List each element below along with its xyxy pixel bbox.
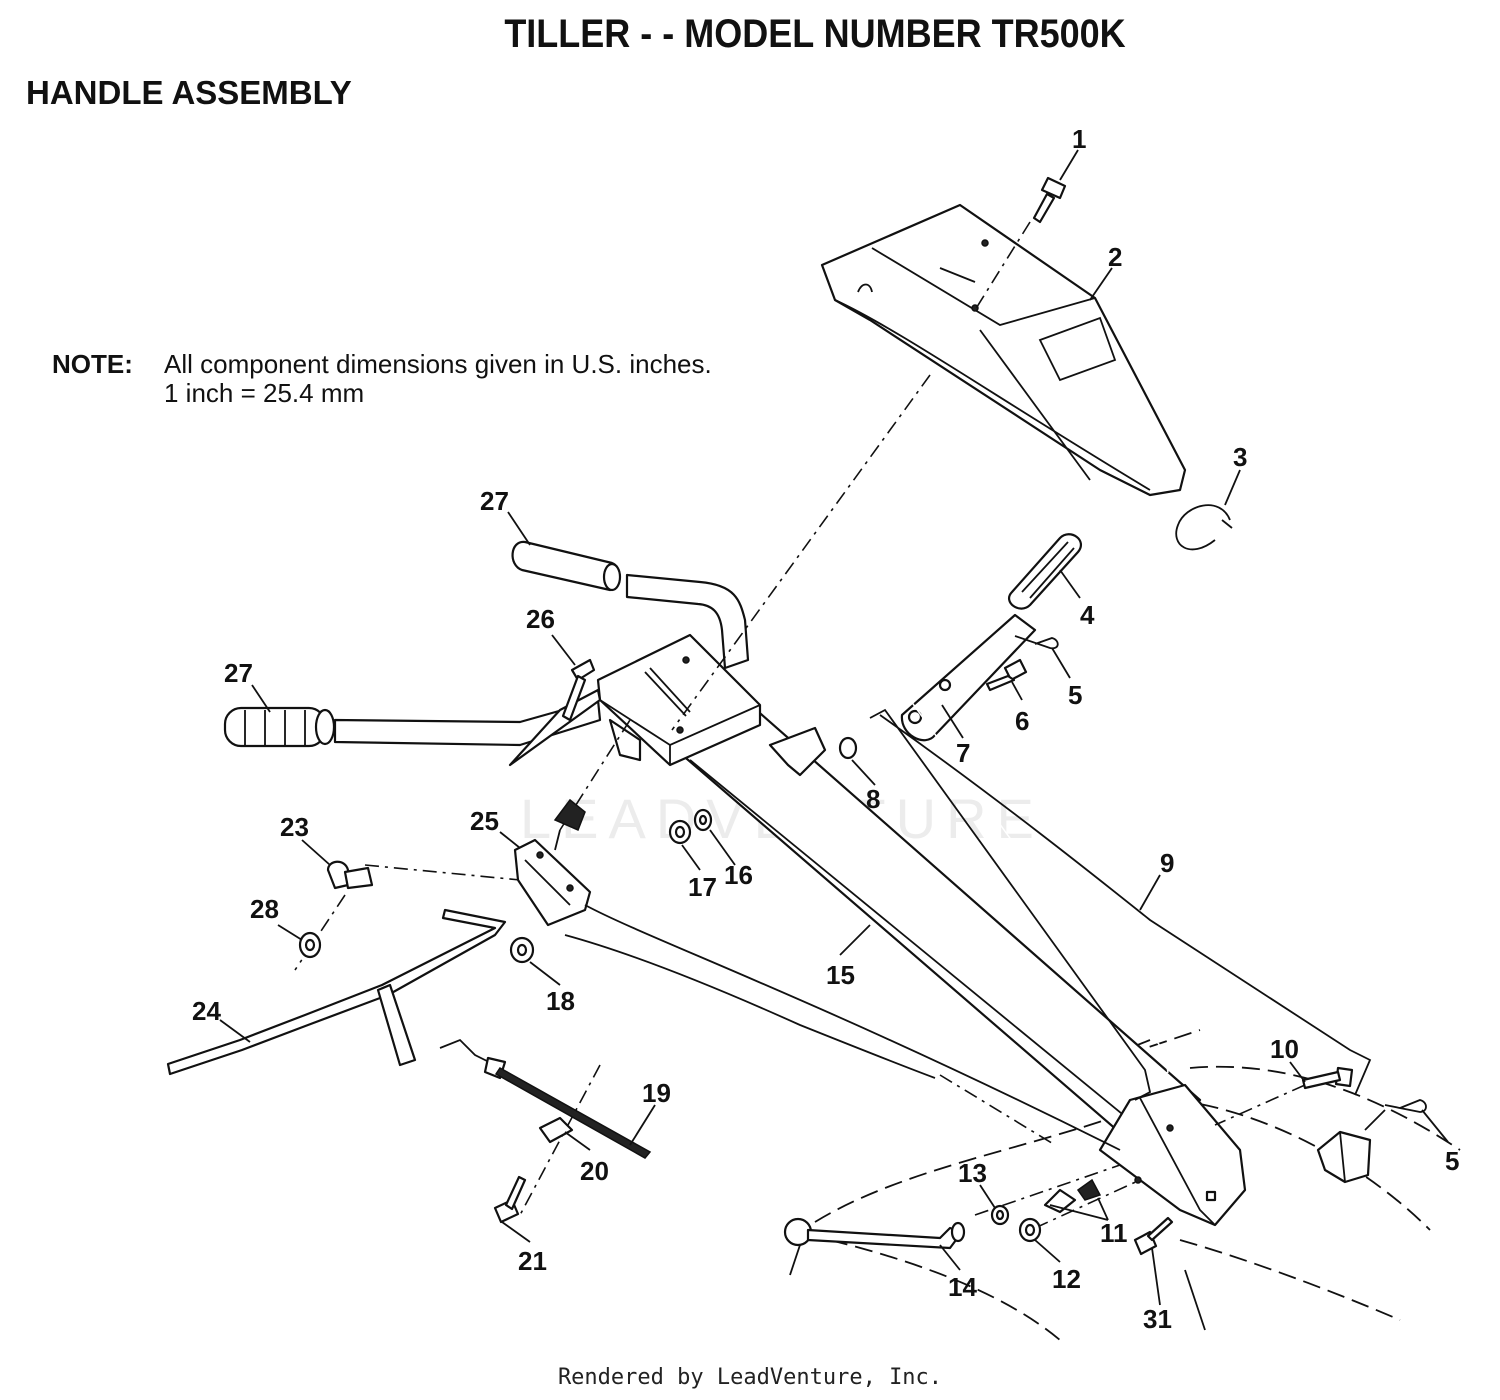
note-line-1: All component dimensions given in U.S. i… <box>164 349 712 379</box>
callout-25: 25 <box>470 806 499 836</box>
callout-14: 14 <box>948 1272 977 1302</box>
leader-lines <box>219 149 1449 1306</box>
assembly-line-bolt-10 <box>1214 1084 1306 1126</box>
shift-lever-part-14 <box>783 1217 966 1250</box>
callout-26: 26 <box>526 604 555 634</box>
bolt-part-6 <box>985 658 1028 692</box>
assembly-line-cable <box>939 1074 1056 1146</box>
throttle-cable-part-15 <box>564 904 1121 1151</box>
nut-part-17 <box>668 819 692 845</box>
shift-rod-part-24 <box>166 908 507 1076</box>
nut-part-18 <box>509 936 535 964</box>
clutch-cable-part-19 <box>439 1038 652 1159</box>
callout-9: 9 <box>1160 848 1174 878</box>
screw-part-1 <box>974 176 1067 311</box>
spacer-part-8 <box>838 736 858 760</box>
callout-8: 8 <box>866 784 880 814</box>
assembly-line-nut <box>294 894 346 971</box>
handle-bar-bracket <box>596 633 827 777</box>
assembly-line-clip <box>364 864 521 881</box>
callout-4: 4 <box>1080 600 1095 630</box>
callout-numbers: 1 2 3 4 5 6 7 8 9 10 11 12 13 14 15 16 1… <box>192 124 1459 1334</box>
callout-13: 13 <box>958 1158 987 1188</box>
dimension-note: NOTE: All component dimensions given in U… <box>52 350 712 408</box>
footer-credit: Rendered by LeadVenture, Inc. <box>557 1365 943 1390</box>
callout-10: 10 <box>1270 1034 1299 1064</box>
callout-6: 6 <box>1015 706 1029 736</box>
page-title: TILLER - - MODEL NUMBER TR500K <box>504 12 1126 56</box>
callout-5-lower: 5 <box>1445 1146 1459 1176</box>
callout-2: 2 <box>1108 242 1122 272</box>
shift-knob-part-11 <box>1043 1178 1102 1214</box>
callout-7: 7 <box>956 738 970 768</box>
cable-clip-part-20 <box>538 1116 574 1144</box>
note-line-2: 1 inch = 25.4 mm <box>164 378 365 408</box>
note-label: NOTE: <box>52 349 133 379</box>
callout-31: 31 <box>1143 1304 1172 1334</box>
linkage-bracket <box>1316 1130 1372 1184</box>
lever-grip-part-4 <box>1008 533 1082 610</box>
callout-17: 17 <box>688 872 717 902</box>
callout-3: 3 <box>1233 442 1247 472</box>
washer-part-13 <box>990 1204 1010 1226</box>
bolt-part-31 <box>1133 1216 1174 1256</box>
cable-clip-part-23 <box>326 860 374 890</box>
control-rod-part-9 <box>869 689 1372 1101</box>
throttle-control-part-25 <box>513 798 592 927</box>
handle-tube <box>663 698 1247 1227</box>
bolt-part-26 <box>561 658 596 722</box>
assembly-line-shift <box>974 1164 1121 1216</box>
nut-part-28 <box>298 931 322 959</box>
handle-bars <box>333 573 750 767</box>
callout-27-lower: 27 <box>224 658 253 688</box>
nut-part-12 <box>1018 1217 1042 1243</box>
grip-part-27-lower <box>223 706 336 748</box>
bolt-part-10 <box>1301 1066 1354 1090</box>
callout-24: 24 <box>192 996 221 1026</box>
bolt-part-21 <box>493 1175 527 1224</box>
retaining-ring-part-3 <box>1175 504 1233 551</box>
callout-27-upper: 27 <box>480 486 509 516</box>
hairpin-part-5-lower <box>1364 1099 1427 1131</box>
callout-5-upper: 5 <box>1068 680 1082 710</box>
callout-15: 15 <box>826 960 855 990</box>
washer-part-16 <box>693 808 713 832</box>
callout-20: 20 <box>580 1156 609 1186</box>
callout-18: 18 <box>546 986 575 1016</box>
callout-23: 23 <box>280 812 309 842</box>
callout-19: 19 <box>642 1078 671 1108</box>
callout-21: 21 <box>518 1246 547 1276</box>
callout-16: 16 <box>724 860 753 890</box>
callout-28: 28 <box>250 894 279 924</box>
control-lever-part-7 <box>900 613 1037 742</box>
callout-12: 12 <box>1052 1264 1081 1294</box>
assembly-line-nut-12 <box>1034 1179 1141 1229</box>
callout-11: 11 <box>1100 1218 1128 1248</box>
section-title: HANDLE ASSEMBLY <box>26 74 352 111</box>
hairpin-part-5-upper <box>1014 635 1059 650</box>
callout-1: 1 <box>1072 124 1086 154</box>
handle-panel-part-2 <box>820 203 1187 497</box>
grip-part-27-upper <box>511 540 622 592</box>
